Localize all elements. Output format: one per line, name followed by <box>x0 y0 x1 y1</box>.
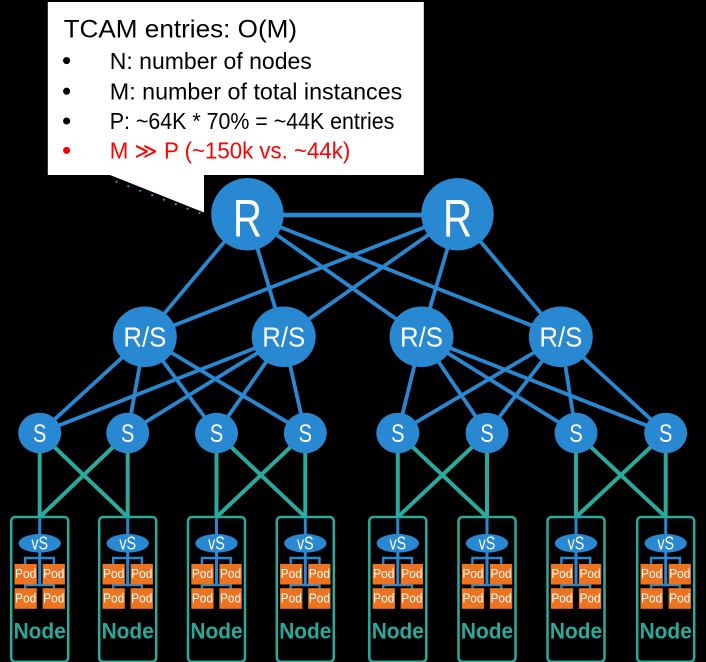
svg-text:Pod: Pod <box>15 591 36 605</box>
svg-text:Pod: Pod <box>131 567 152 581</box>
svg-text:R/S: R/S <box>262 322 305 353</box>
svg-text:P: ~64K * 70% = ~44K entries: P: ~64K * 70% = ~44K entries <box>110 108 395 134</box>
svg-text:Pod: Pod <box>220 567 241 581</box>
svg-text:S: S <box>569 420 582 448</box>
svg-text:Node: Node <box>190 619 242 644</box>
svg-text:S: S <box>121 420 134 448</box>
svg-text:Pod: Pod <box>281 591 302 605</box>
svg-text:Pod: Pod <box>192 567 213 581</box>
svg-text:Pod: Pod <box>43 567 64 581</box>
svg-text:Node: Node <box>14 619 66 644</box>
svg-text:N: number of nodes: N: number of nodes <box>110 48 312 74</box>
svg-text:M: number of total instances: M: number of total instances <box>110 78 403 104</box>
svg-text:Pod: Pod <box>373 567 394 581</box>
svg-text:Node: Node <box>640 619 692 644</box>
svg-text:Pod: Pod <box>43 591 64 605</box>
svg-text:vS: vS <box>657 534 674 554</box>
svg-text:S: S <box>659 420 672 448</box>
svg-text:vS: vS <box>297 534 314 554</box>
svg-text:Pod: Pod <box>103 567 124 581</box>
svg-text:Pod: Pod <box>641 567 662 581</box>
svg-text:Pod: Pod <box>309 567 330 581</box>
svg-text:Pod: Pod <box>551 591 572 605</box>
svg-text:Pod: Pod <box>15 567 36 581</box>
svg-text:Pod: Pod <box>579 591 600 605</box>
svg-text:R: R <box>233 188 262 248</box>
svg-text:R/S: R/S <box>123 322 166 353</box>
svg-text:Node: Node <box>550 619 602 644</box>
svg-text:S: S <box>391 420 404 448</box>
svg-text:Pod: Pod <box>462 591 483 605</box>
svg-text:Pod: Pod <box>462 567 483 581</box>
svg-text:vS: vS <box>119 534 136 554</box>
svg-text:Pod: Pod <box>220 591 241 605</box>
svg-text:Pod: Pod <box>579 567 600 581</box>
svg-text:Node: Node <box>461 619 513 644</box>
svg-text:vS: vS <box>479 534 496 554</box>
svg-text:S: S <box>299 420 312 448</box>
svg-text:Pod: Pod <box>401 591 422 605</box>
svg-text:S: S <box>480 420 493 448</box>
svg-text:vS: vS <box>208 534 225 554</box>
svg-text:Pod: Pod <box>373 591 394 605</box>
svg-text:Pod: Pod <box>281 567 302 581</box>
svg-text:Pod: Pod <box>669 567 690 581</box>
svg-text:vS: vS <box>568 534 585 554</box>
svg-text:Pod: Pod <box>309 591 330 605</box>
svg-text:Pod: Pod <box>551 567 572 581</box>
svg-text:S: S <box>210 420 223 448</box>
svg-text:TCAM entries: O(M): TCAM entries: O(M) <box>64 15 297 43</box>
svg-text:S: S <box>33 420 46 448</box>
svg-text:Pod: Pod <box>490 567 511 581</box>
svg-text:R/S: R/S <box>400 322 443 353</box>
svg-text:vS: vS <box>389 534 406 554</box>
svg-text:Node: Node <box>372 619 424 644</box>
svg-text:Pod: Pod <box>490 591 511 605</box>
svg-text:R: R <box>443 188 472 248</box>
svg-text:M ≫ P (~150k vs. ~44k): M ≫ P (~150k vs. ~44k) <box>110 138 350 164</box>
svg-text:Pod: Pod <box>103 591 124 605</box>
svg-text:Node: Node <box>102 619 154 644</box>
svg-text:Pod: Pod <box>401 567 422 581</box>
svg-text:R/S: R/S <box>539 322 582 353</box>
svg-text:Pod: Pod <box>641 591 662 605</box>
svg-text:Node: Node <box>279 619 331 644</box>
svg-text:Pod: Pod <box>131 591 152 605</box>
svg-text:vS: vS <box>31 534 48 554</box>
svg-text:Pod: Pod <box>669 591 690 605</box>
svg-text:Pod: Pod <box>192 591 213 605</box>
